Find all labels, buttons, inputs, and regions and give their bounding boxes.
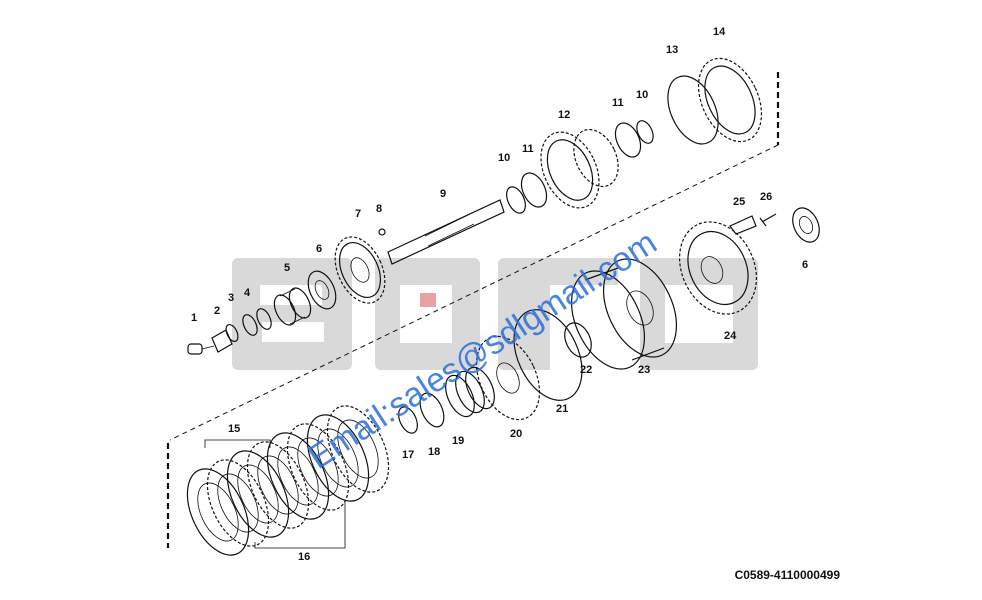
- bracket-16: [254, 500, 346, 549]
- callout-22: 22: [580, 364, 592, 376]
- clutch-disc-bore: [317, 428, 359, 488]
- callout-17: 17: [402, 449, 414, 461]
- clutch-disc-part: [326, 405, 390, 493]
- bearing-part: [307, 270, 337, 310]
- seal-ring-part: [513, 309, 583, 401]
- callout-11a: 11: [522, 143, 534, 155]
- pressure-plate-part: [475, 335, 541, 421]
- callout-26: 26: [760, 191, 772, 203]
- clutch-disc-part: [306, 414, 370, 502]
- callout-18: 18: [428, 446, 440, 458]
- clutch-disc-bore: [217, 473, 259, 533]
- callout-labels: 1 2 3 4 5 6 6 7 8 9 10 10 11 11 12 13 14…: [191, 26, 808, 563]
- o-ring-part: [564, 322, 592, 358]
- clutch-disc-bore: [297, 437, 339, 497]
- callout-13: 13: [666, 44, 678, 56]
- callout-24: 24: [724, 330, 737, 342]
- upper-section-diagonal: [169, 144, 779, 441]
- sdlg-logo-watermark: [232, 258, 758, 370]
- clutch-disc-bore: [337, 419, 379, 479]
- clutch-drum-part: [571, 258, 677, 370]
- callout-4: 4: [244, 287, 251, 299]
- retaining-ring-part: [667, 75, 719, 145]
- callout-12: 12: [558, 109, 570, 121]
- bearing-part: [792, 207, 820, 243]
- callout-19: 19: [452, 435, 464, 447]
- bolt-part: [187, 343, 215, 355]
- reference-code: C0589-4110000499: [734, 568, 840, 582]
- callout-10a: 10: [498, 152, 510, 164]
- callout-9: 9: [440, 188, 446, 200]
- clutch-disc-part: [286, 423, 350, 511]
- callout-25: 25: [733, 196, 745, 208]
- pin-part: [378, 228, 386, 236]
- bearing-part: [520, 172, 548, 208]
- clutch-disc-bore: [257, 455, 299, 515]
- gear-part: [334, 236, 386, 304]
- ring-part: [242, 314, 258, 336]
- clutch-disc-bore: [237, 464, 279, 524]
- bracket-15: [204, 439, 271, 448]
- callout-10b: 10: [636, 89, 648, 101]
- callout-11b: 11: [612, 97, 624, 109]
- callout-21: 21: [556, 403, 568, 415]
- callout-5: 5: [284, 262, 290, 274]
- callout-14: 14: [713, 26, 726, 38]
- callout-2: 2: [214, 305, 220, 317]
- snap-ring-part: [506, 186, 526, 214]
- ring-part: [256, 308, 272, 330]
- callout-20: 20: [510, 428, 522, 440]
- snap-ring-part: [636, 120, 654, 144]
- spring-part: [445, 366, 495, 418]
- clutch-disc-part: [186, 468, 250, 556]
- callout-3: 3: [228, 292, 234, 304]
- clutch-disc-bore: [277, 446, 319, 506]
- ring-part: [419, 392, 445, 428]
- snap-ring-part: [398, 406, 418, 434]
- callout-15: 15: [228, 423, 240, 435]
- lock-plate-part: [211, 329, 233, 353]
- washer-part: [225, 323, 239, 343]
- clutch-disc-part: [246, 441, 310, 529]
- ring-gear-part: [697, 57, 763, 143]
- clutch-assembly: [398, 207, 820, 434]
- clutch-disc-part: [266, 432, 330, 520]
- callout-1: 1: [191, 312, 197, 324]
- upper-shaft-assembly: [187, 57, 763, 355]
- callout-23: 23: [638, 364, 650, 376]
- callout-6b: 6: [802, 259, 808, 271]
- clutch-plate-pack: [186, 405, 390, 556]
- bolt-part: [759, 213, 777, 227]
- clutch-disc-part: [206, 459, 270, 547]
- shaft-part: [387, 199, 505, 265]
- bearing-part: [614, 122, 642, 158]
- callout-8: 8: [376, 203, 382, 215]
- clutch-disc-part: [226, 450, 290, 538]
- gear-part: [678, 221, 758, 315]
- gear-part: [540, 128, 619, 209]
- clutch-disc-bore: [197, 482, 239, 542]
- callout-6a: 6: [316, 243, 322, 255]
- callout-7: 7: [355, 208, 361, 220]
- bearing-part: [273, 287, 312, 326]
- callout-16: 16: [298, 551, 310, 563]
- sdlg-logo-text: SDLG: [494, 244, 497, 246]
